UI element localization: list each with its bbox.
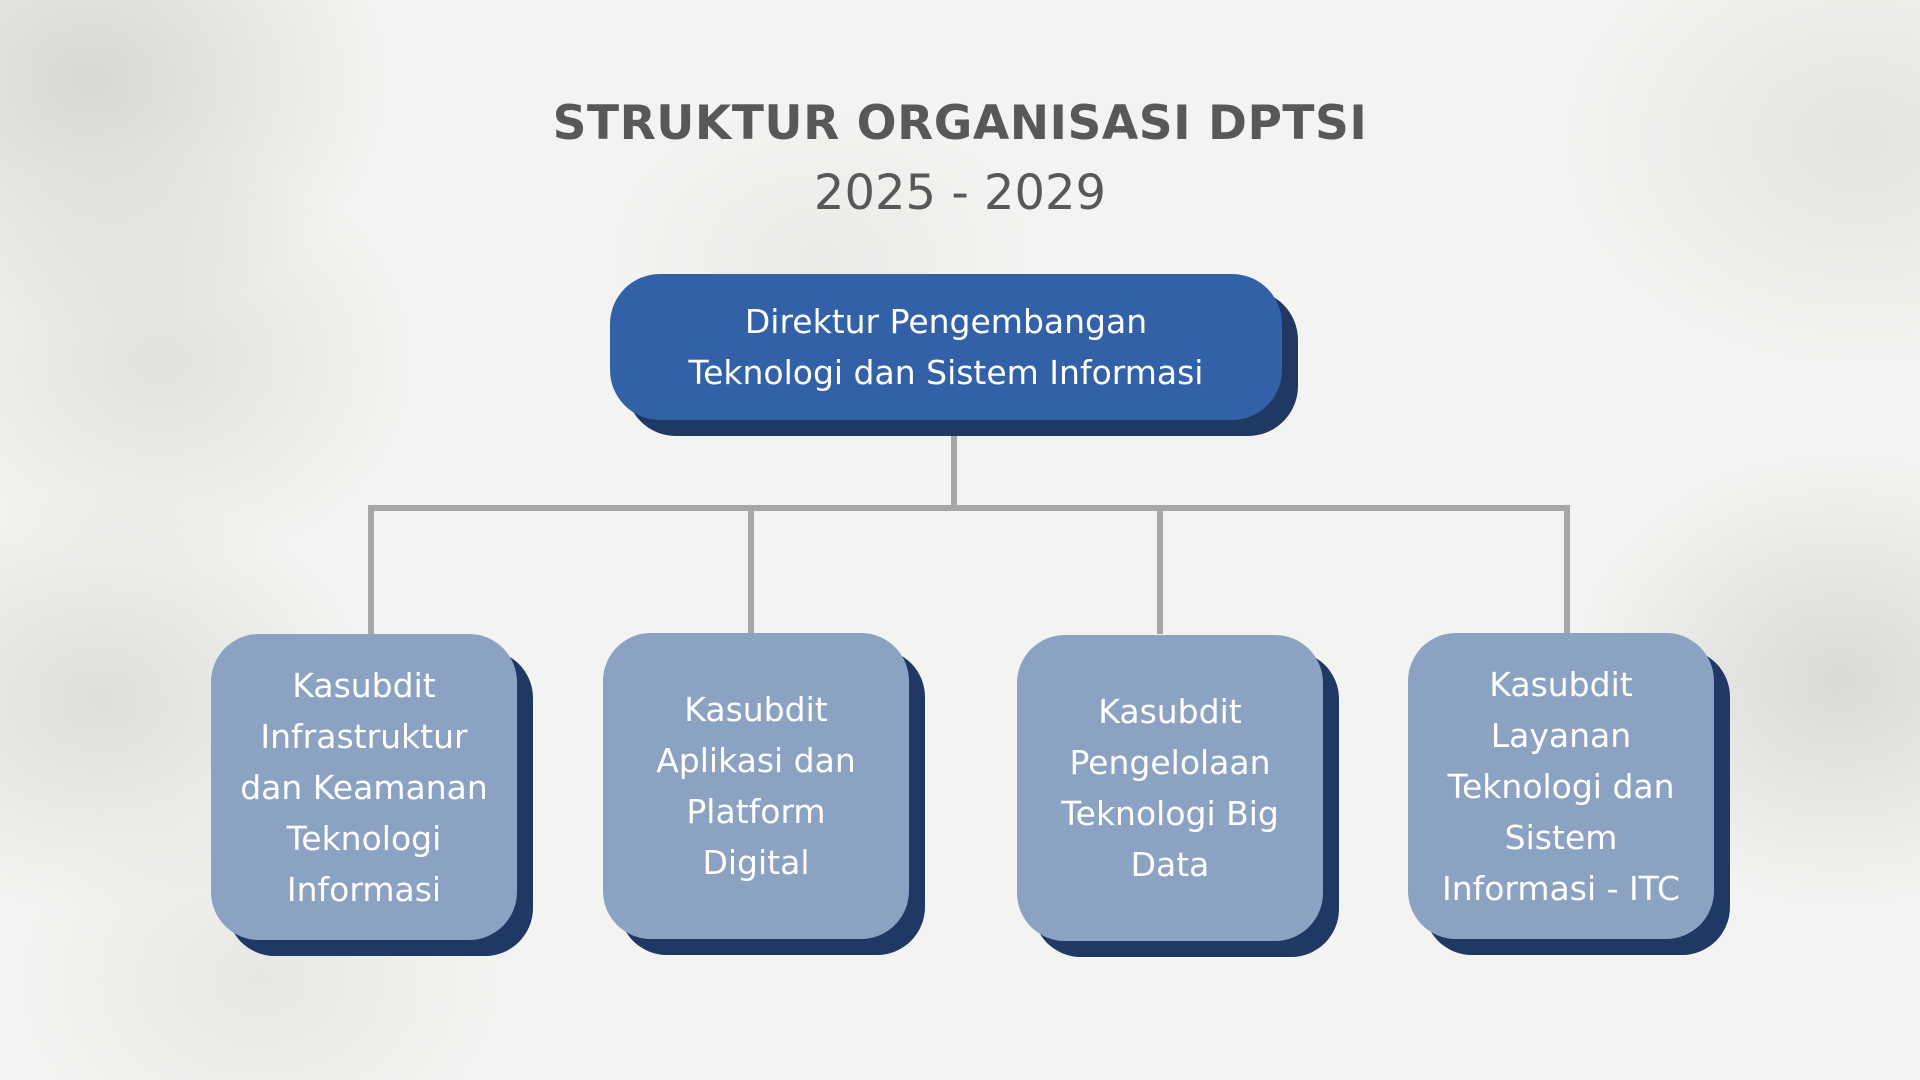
subdirectorate-box: Kasubdit Infrastruktur dan Keamanan Tekn… (211, 634, 517, 940)
node-text-line: Teknologi Big (1061, 794, 1279, 833)
node-text-line: Platform (686, 792, 826, 831)
page-title: STRUKTUR ORGANISASI DPTSI (552, 96, 1368, 151)
director-title-line: Teknologi dan Sistem Informasi (688, 353, 1204, 392)
page-subtitle-years: 2025 - 2029 (813, 165, 1107, 221)
node-text-line: Aplikasi dan (656, 741, 856, 780)
node-text-line: Layanan (1490, 715, 1632, 755)
subdirectorate-box: Kasubdit Layanan Teknologi dan Sistem In… (1408, 633, 1714, 939)
node-text-line: Kasubdit (1489, 664, 1633, 704)
subdirectorate-box: Kasubdit Aplikasi dan Platform Digital (603, 633, 909, 939)
director-node-box: Direktur Pengembangan Teknologi dan Sist… (610, 274, 1282, 420)
node-text-line: Data (1130, 845, 1210, 884)
node-text-line: Pengelolaan (1069, 743, 1271, 782)
node-text-line: Informasi (286, 869, 442, 909)
subdirectorate-box: Kasubdit Pengelolaan Teknologi Big Data (1017, 635, 1323, 941)
node-text-line: Kasubdit (1098, 692, 1242, 731)
node-text-line: Infrastruktur (260, 716, 468, 756)
node-text-line: Sistem (1504, 817, 1618, 857)
director-title-line: Direktur Pengembangan (744, 302, 1148, 341)
node-text-line: Teknologi (286, 818, 442, 858)
node-text-line: Digital (702, 843, 810, 882)
node-text-line: Kasubdit (684, 690, 828, 729)
node-text-line: Teknologi dan (1447, 766, 1675, 806)
node-text-line: dan Keamanan (240, 767, 488, 807)
node-text-line: Kasubdit (292, 665, 436, 705)
node-text-line: Informasi - ITC (1441, 868, 1681, 908)
